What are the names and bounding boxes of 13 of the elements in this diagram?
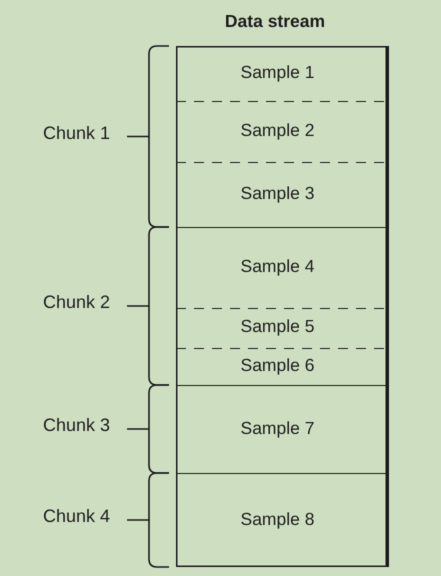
column-heading: Data stream: [224, 11, 326, 32]
sample-label: Sample 7: [240, 418, 314, 440]
sample-label: Sample 8: [240, 509, 314, 530]
sample-label: Sample 1: [240, 62, 314, 84]
sample-label: Sample 2: [240, 120, 314, 141]
chunk-label: Chunk 4: [42, 506, 110, 527]
sample-label: Sample 6: [240, 355, 314, 376]
chunk-label: Chunk 2: [42, 292, 110, 313]
chunk-label: Chunk 1: [42, 122, 110, 144]
sample-label: Sample 3: [240, 183, 314, 204]
sample-label: Sample 5: [240, 316, 314, 338]
sample-label: Sample 4: [240, 256, 314, 278]
chunk-label: Chunk 3: [42, 415, 110, 436]
